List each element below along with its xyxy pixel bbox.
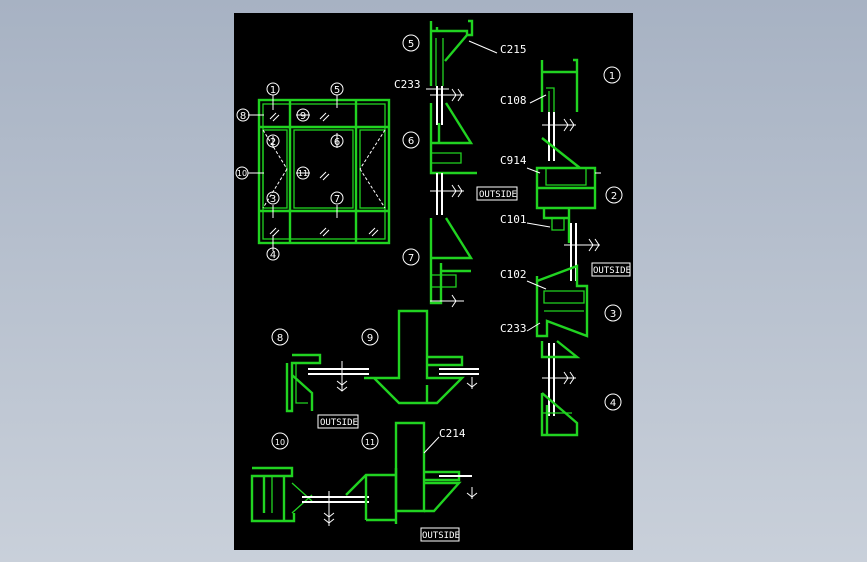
section-10-11: 10 11 C214 OUTSIDE (250, 421, 478, 542)
window-elevation: 1 2 3 4 5 6 7 8 9 10 11 (235, 82, 391, 261)
section-8-9: 8 9 OUTSIDE (271, 309, 479, 429)
drawing-sheet: 1 2 3 4 5 6 7 8 9 10 11 5 C215 C233 (234, 13, 633, 550)
label-c233-right: C233 (500, 322, 527, 335)
section-center-callout-6: 6 (408, 136, 414, 147)
outside-tag-bottom: OUTSIDE (422, 531, 460, 541)
callout-1: 1 (270, 85, 276, 96)
label-c233-top: C233 (394, 78, 421, 91)
callout-10: 10 (237, 169, 247, 178)
section-center: 5 C215 C233 6 OUTSIDE 7 (394, 19, 527, 308)
section-10-callout: 10 (275, 438, 285, 447)
section-8-callout: 8 (277, 333, 283, 344)
label-c108: C108 (500, 94, 527, 107)
outside-tag-right: OUTSIDE (593, 266, 631, 276)
callout-5: 5 (334, 85, 340, 96)
label-c215: C215 (500, 43, 527, 56)
cad-drawing: 1 2 3 4 5 6 7 8 9 10 11 5 C215 C233 (235, 19, 631, 542)
section-right-callout-4: 4 (610, 398, 616, 409)
outside-tag-mid-left: OUTSIDE (320, 418, 358, 428)
callout-3: 3 (270, 194, 276, 205)
label-c102: C102 (500, 268, 527, 281)
label-c101: C101 (500, 213, 527, 226)
callout-8: 8 (240, 111, 246, 122)
section-right-callout-2: 2 (611, 191, 617, 202)
section-center-callout-7: 7 (408, 253, 414, 264)
section-11-callout: 11 (365, 438, 375, 447)
label-c214: C214 (439, 427, 466, 440)
callout-9: 9 (300, 111, 306, 122)
section-right-callout-1: 1 (609, 71, 615, 82)
label-c914: C914 (500, 154, 527, 167)
callout-4: 4 (270, 250, 276, 261)
outside-tag-center: OUTSIDE (479, 190, 517, 200)
callout-6: 6 (334, 137, 340, 148)
section-right-callout-3: 3 (610, 309, 616, 320)
callout-11: 11 (298, 169, 308, 178)
callout-2: 2 (270, 137, 276, 148)
section-center-callout-5: 5 (408, 39, 414, 50)
section-9-callout: 9 (367, 333, 373, 344)
section-right: 1 C108 C914 2 C101 OUTSIDE C102 C233 3 (500, 58, 631, 437)
callout-7: 7 (334, 194, 340, 205)
